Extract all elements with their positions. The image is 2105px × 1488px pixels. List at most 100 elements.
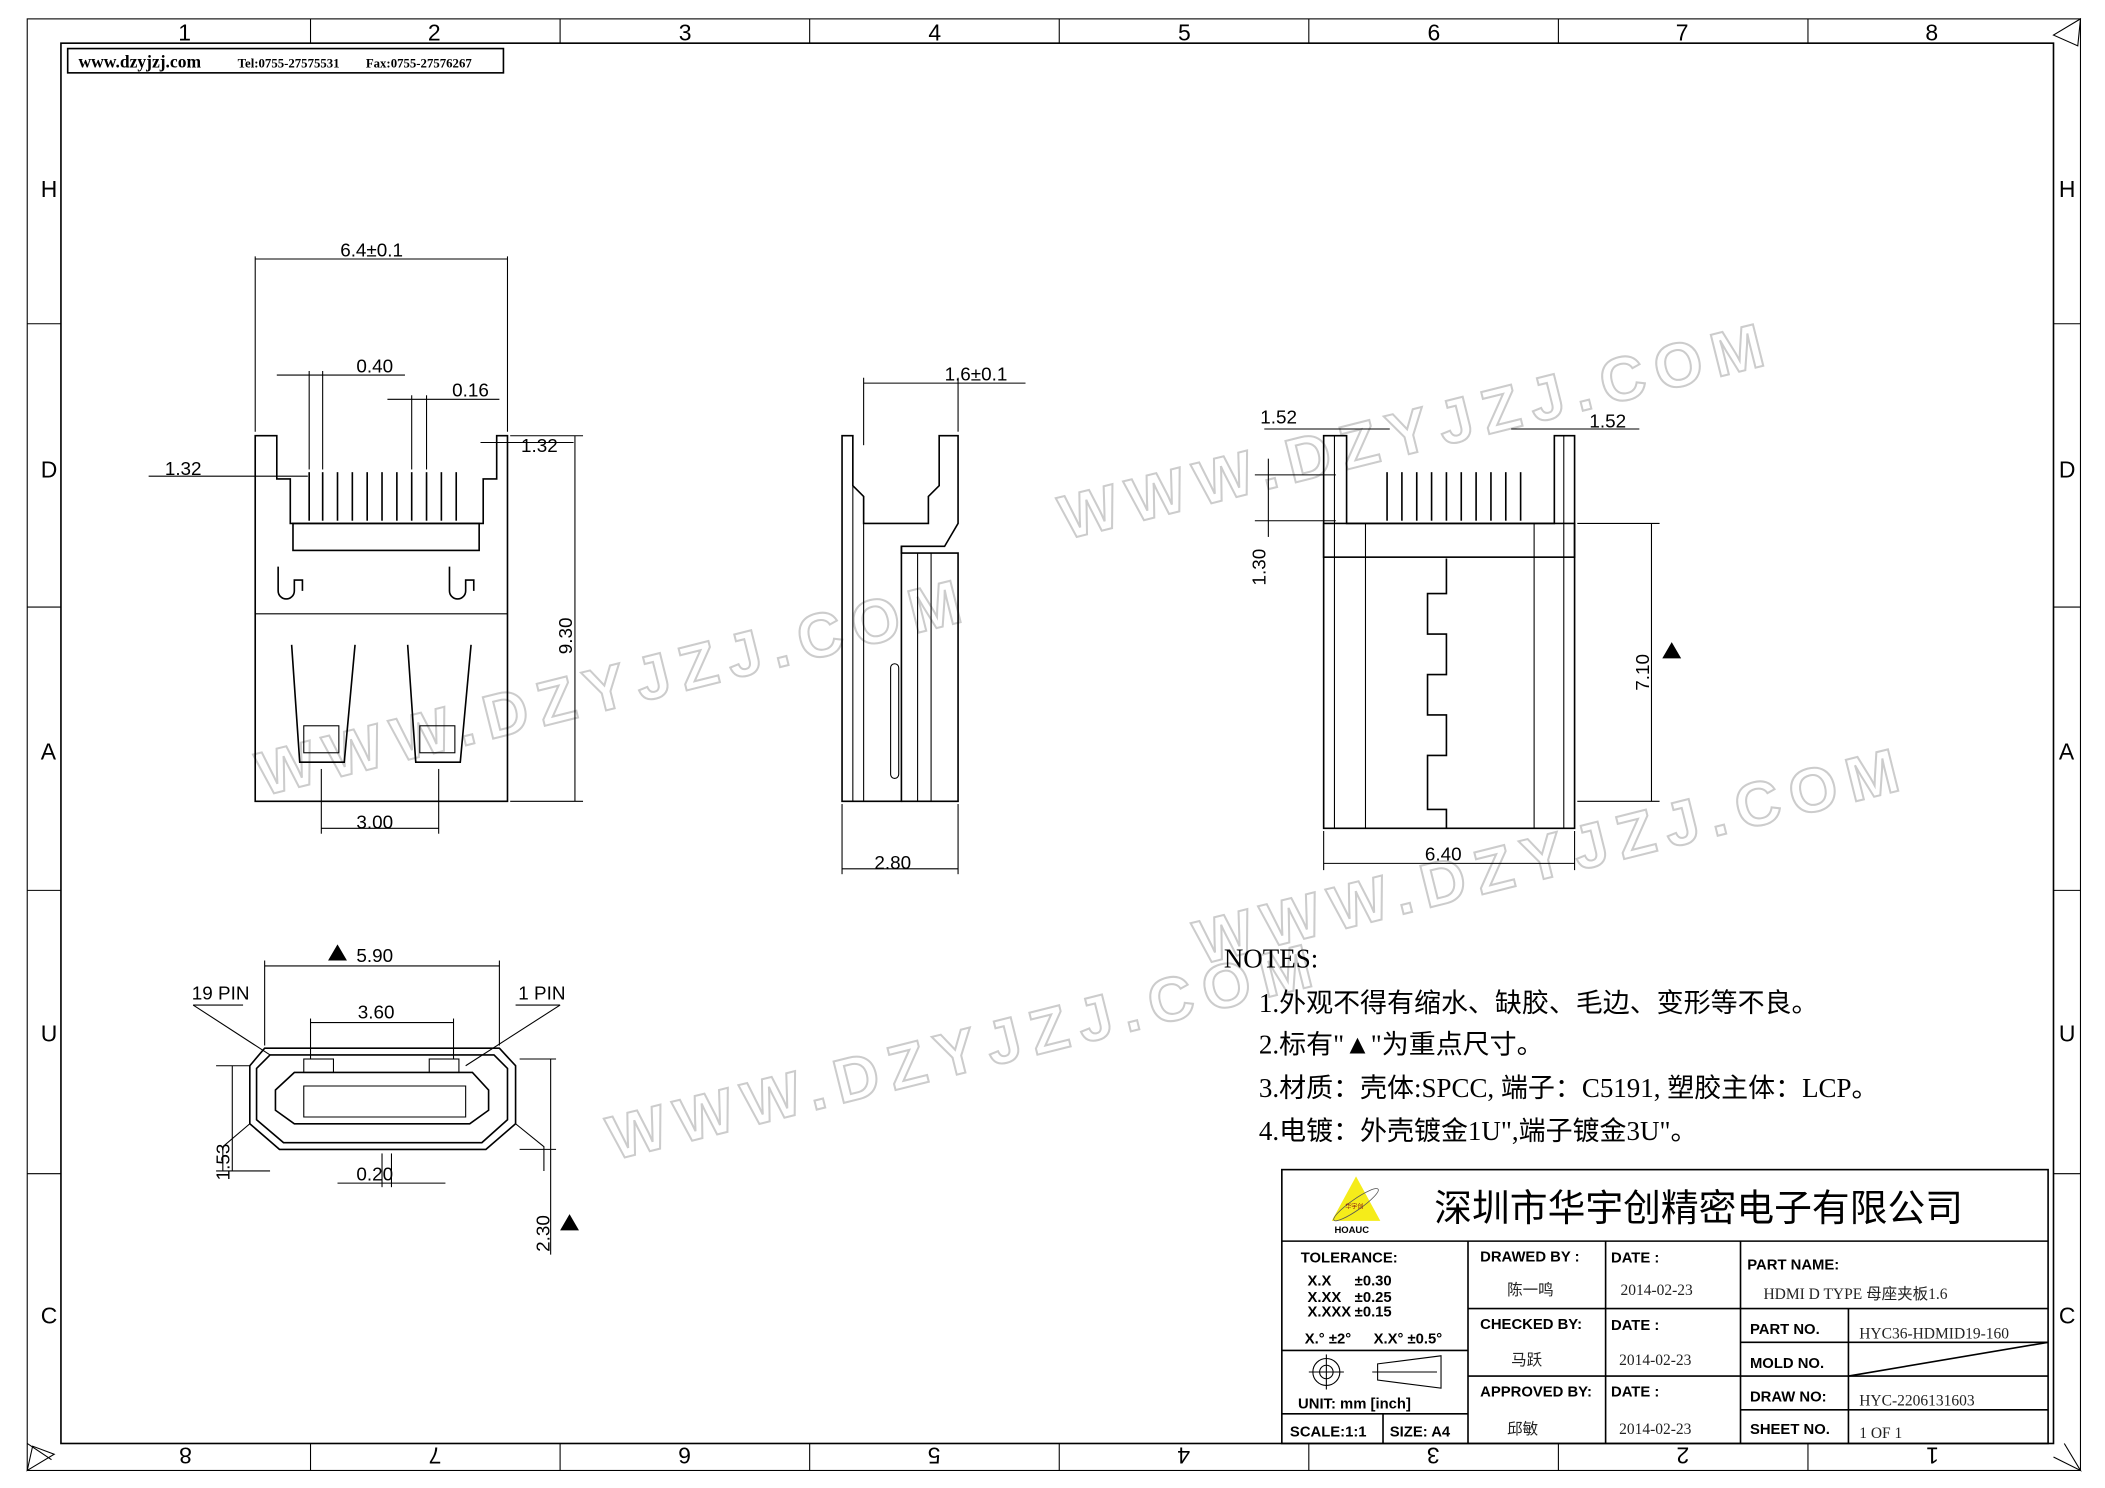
svg-text:DATE :: DATE :: [1611, 1318, 1659, 1334]
svg-text:DRAW NO:: DRAW NO:: [1750, 1390, 1827, 1406]
svg-text:6.4±0.1: 6.4±0.1: [340, 240, 403, 261]
note-item: 4.电镀：外壳镀金1U",端子镀金3U"。: [1259, 1116, 1698, 1146]
svg-text:1 PIN: 1 PIN: [518, 984, 565, 1005]
svg-text:±0.30: ±0.30: [1355, 1274, 1392, 1290]
col-label: 4: [928, 19, 941, 45]
tel-text: Tel:0755-27575531: [238, 56, 340, 70]
col-label-bottom: 2: [1677, 1443, 1690, 1469]
bottom-view: 5.90 3.60 19 PIN 1 PIN 1.53 0.20 2.30: [192, 944, 579, 1255]
svg-text:1.30: 1.30: [1250, 549, 1271, 586]
side-view: 1.6±0.1 2.80: [841, 364, 1026, 875]
svg-text:19 PIN: 19 PIN: [192, 984, 250, 1005]
col-label-bottom: 1: [1926, 1443, 1939, 1469]
col-label: 5: [1178, 19, 1191, 45]
row-label: C: [2059, 1302, 2076, 1328]
note-item: 1.外观不得有缩水、缺胶、毛边、变形等不良。: [1259, 988, 1819, 1018]
svg-text:3.60: 3.60: [358, 1003, 395, 1024]
row-label: A: [2059, 739, 2075, 765]
svg-text:华宇创: 华宇创: [1345, 1203, 1363, 1211]
svg-text:DRAWED BY :: DRAWED BY :: [1480, 1249, 1579, 1265]
svg-text:2014-02-23: 2014-02-23: [1619, 1352, 1692, 1369]
svg-text:邱敏: 邱敏: [1507, 1420, 1538, 1438]
svg-text:SHEET NO.: SHEET NO.: [1750, 1422, 1830, 1438]
note-item: 3.材质：壳体:SPCC, 端子：C5191, 塑胶主体：LCP。: [1259, 1073, 1879, 1103]
svg-text:0.40: 0.40: [356, 356, 393, 377]
svg-text:5.90: 5.90: [356, 946, 393, 967]
svg-text:TOLERANCE:: TOLERANCE:: [1301, 1251, 1398, 1267]
row-label: U: [41, 1020, 58, 1046]
col-label-bottom: 5: [928, 1443, 941, 1469]
website-text: www.dzyjzj.com: [78, 51, 201, 71]
col-label-bottom: 6: [678, 1443, 691, 1469]
svg-text:9.30: 9.30: [556, 618, 577, 655]
svg-text:1.6±0.1: 1.6±0.1: [945, 364, 1008, 385]
title-block: 华宇创 HOAUC 深圳市华宇创精密电子有限公司 TOLERANCE: X.X ±…: [1281, 1168, 2049, 1445]
svg-text:HYC36-HDMID19-160: HYC36-HDMID19-160: [1859, 1325, 2009, 1342]
key-dimension-triangle-icon: [328, 944, 347, 961]
svg-text:马跃: 马跃: [1511, 1351, 1543, 1369]
notes-title: NOTES:: [1224, 943, 1318, 973]
svg-text:HDMI D TYPE 母座夹板1.6: HDMI D TYPE 母座夹板1.6: [1763, 1285, 1947, 1303]
svg-text:7.10: 7.10: [1633, 654, 1654, 691]
svg-text:MOLD NO.: MOLD NO.: [1750, 1356, 1824, 1372]
note-item: 2.标有"▲"为重点尺寸。: [1259, 1030, 1544, 1060]
company-logo: 华宇创 HOAUC: [1331, 1176, 1381, 1236]
svg-text:X.XX: X.XX: [1307, 1290, 1341, 1306]
svg-text:2014-02-23: 2014-02-23: [1620, 1282, 1693, 1299]
col-label: 6: [1428, 19, 1441, 45]
col-label: 2: [428, 19, 441, 45]
col-label-bottom: 8: [179, 1443, 192, 1469]
svg-text:陈一鸣: 陈一鸣: [1507, 1281, 1554, 1299]
svg-text:DATE :: DATE :: [1611, 1251, 1659, 1267]
svg-text:1.52: 1.52: [1589, 412, 1626, 433]
svg-text:X.° ±2°: X.° ±2°: [1305, 1332, 1351, 1348]
svg-text:HYC-2206131603: HYC-2206131603: [1859, 1393, 1975, 1410]
front-view: 6.4±0.1 0.40 0.16 1.32 1.32 9.30 3.00: [148, 240, 584, 834]
svg-text:APPROVED BY:: APPROVED BY:: [1480, 1384, 1592, 1400]
notes: NOTES: 1.外观不得有缩水、缺胶、毛边、变形等不良。 2.标有"▲"为重点…: [1224, 943, 1879, 1146]
svg-text:3.00: 3.00: [356, 812, 393, 833]
grid-labels: 1 2 3 4 5 6 7 8 H D A U C H D A U C 1 2 …: [41, 19, 2076, 1468]
contact-header: www.dzyjzj.com Tel:0755-27575531 Fax:075…: [66, 47, 505, 74]
rear-view: 1.52 1.52 1.30 7.10 6.40: [1250, 408, 1682, 871]
svg-text:CHECKED BY:: CHECKED BY:: [1480, 1317, 1582, 1333]
svg-text:±0.15: ±0.15: [1355, 1305, 1392, 1321]
svg-text:WWW.DZYJZJ.COM: WWW.DZYJZJ.COM: [250, 565, 979, 809]
col-label-bottom: 3: [1427, 1443, 1440, 1469]
fax-text: Fax:0755-27576267: [366, 56, 473, 70]
svg-text:HOAUC: HOAUC: [1334, 1225, 1369, 1236]
svg-text:PART NAME:: PART NAME:: [1747, 1257, 1839, 1273]
svg-text:X.X: X.X: [1307, 1274, 1331, 1290]
company-name: 深圳市华宇创精密电子有限公司: [1434, 1188, 1963, 1230]
row-label: H: [2059, 176, 2076, 202]
svg-text:SIZE: A4: SIZE: A4: [1390, 1425, 1451, 1441]
row-label: C: [41, 1302, 58, 1328]
col-label: 8: [1925, 19, 1938, 45]
col-label: 3: [679, 19, 692, 45]
svg-text:SCALE:1:1: SCALE:1:1: [1290, 1425, 1367, 1441]
svg-text:1.52: 1.52: [1260, 408, 1297, 429]
col-label-bottom: 7: [429, 1443, 442, 1469]
row-label: H: [41, 176, 58, 202]
col-label-bottom: 4: [1177, 1443, 1190, 1469]
svg-text:X.X° ±0.5°: X.X° ±0.5°: [1374, 1332, 1443, 1348]
svg-text:PART NO.: PART NO.: [1750, 1322, 1820, 1338]
svg-text:2014-02-23: 2014-02-23: [1619, 1421, 1692, 1438]
svg-text:0.20: 0.20: [356, 1164, 393, 1185]
row-label: A: [41, 739, 57, 765]
svg-text:1 OF 1: 1 OF 1: [1859, 1425, 1902, 1442]
svg-text:WWW.DZYJZJ.COM: WWW.DZYJZJ.COM: [601, 929, 1330, 1173]
svg-text:±0.25: ±0.25: [1355, 1290, 1392, 1306]
row-label: D: [2059, 457, 2076, 483]
svg-text:6.40: 6.40: [1425, 845, 1462, 866]
svg-text:X.XXX: X.XXX: [1307, 1305, 1351, 1321]
col-label: 1: [178, 19, 191, 45]
row-label: D: [41, 457, 58, 483]
svg-text:UNIT: mm [inch]: UNIT: mm [inch]: [1298, 1396, 1411, 1412]
key-dimension-triangle-icon: [560, 1214, 579, 1231]
svg-text:2.30: 2.30: [533, 1215, 554, 1252]
svg-text:1.32: 1.32: [521, 436, 558, 457]
row-label: U: [2059, 1020, 2076, 1046]
svg-text:1.32: 1.32: [165, 459, 202, 480]
